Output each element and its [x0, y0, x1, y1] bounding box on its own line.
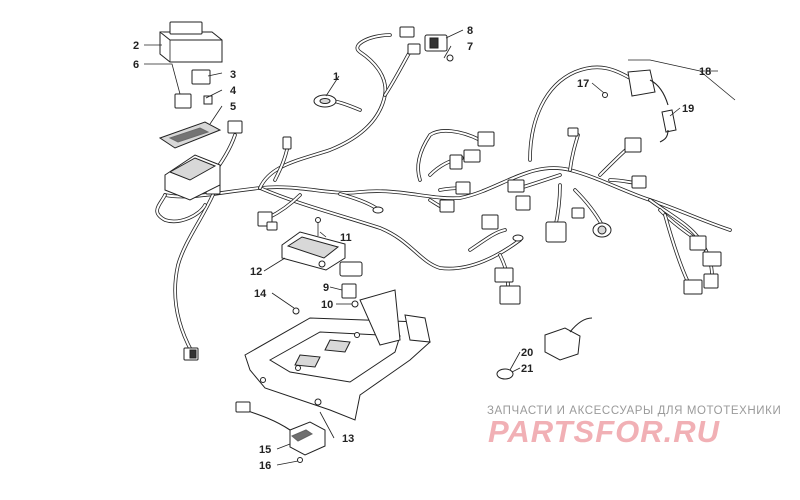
grommet-part-1 [313, 94, 337, 108]
screw-part-10 [351, 300, 359, 308]
callout-21: 21 [521, 363, 533, 375]
module-part-15 [235, 401, 326, 456]
watermark-caption: ЗАПЧАСТИ И АКСЕССУАРЫ ДЛЯ МОТОТЕХНИКИ [487, 405, 782, 417]
battery-tray-part-13 [244, 289, 431, 421]
callout-13: 13 [342, 433, 354, 445]
callout-6: 6 [133, 59, 139, 71]
bracket-part-18 [627, 69, 669, 106]
callout-15: 15 [259, 444, 271, 456]
callout-numbers: 1 2 3 4 5 6 7 8 9 10 11 12 13 14 15 16 1… [133, 25, 711, 472]
callout-8: 8 [467, 25, 473, 37]
callout-2: 2 [133, 40, 139, 52]
relays-part-3-6 [174, 69, 211, 109]
callout-12: 12 [250, 266, 262, 278]
screw-part-7 [446, 54, 454, 62]
callout-7: 7 [467, 41, 473, 53]
leader-lines [144, 29, 736, 466]
screw-part-14 [292, 307, 300, 315]
ring-part-20 [496, 368, 514, 380]
callout-11: 11 [340, 232, 352, 244]
callout-20: 20 [521, 347, 533, 359]
fuse-panel-part-5 [158, 121, 222, 149]
module-part-12 [281, 231, 346, 271]
screw-part-16 [297, 457, 303, 463]
fuse-block-cover-part-2 [159, 21, 223, 63]
callout-16: 16 [259, 460, 271, 472]
connector-part-9 [341, 283, 357, 299]
callout-3: 3 [230, 69, 236, 81]
screw-part-11 [315, 217, 321, 236]
callout-17: 17 [577, 78, 589, 90]
screw-part-17 [602, 92, 608, 98]
connector-part-8 [424, 34, 448, 52]
sensor-part-19 [659, 109, 677, 143]
harness-connectors [183, 26, 722, 361]
callout-14: 14 [254, 288, 267, 300]
module-part-21 [544, 317, 593, 361]
fuse-part-4 [203, 95, 213, 105]
callout-10: 10 [321, 299, 333, 311]
fuse-box [164, 154, 221, 201]
callout-5: 5 [230, 101, 236, 113]
callout-18: 18 [699, 66, 711, 78]
callout-1: 1 [333, 71, 339, 83]
callout-4: 4 [230, 85, 237, 97]
callout-9: 9 [323, 282, 329, 294]
callout-19: 19 [682, 103, 694, 115]
watermark-logo: PARTSFOR.RU [488, 414, 721, 449]
